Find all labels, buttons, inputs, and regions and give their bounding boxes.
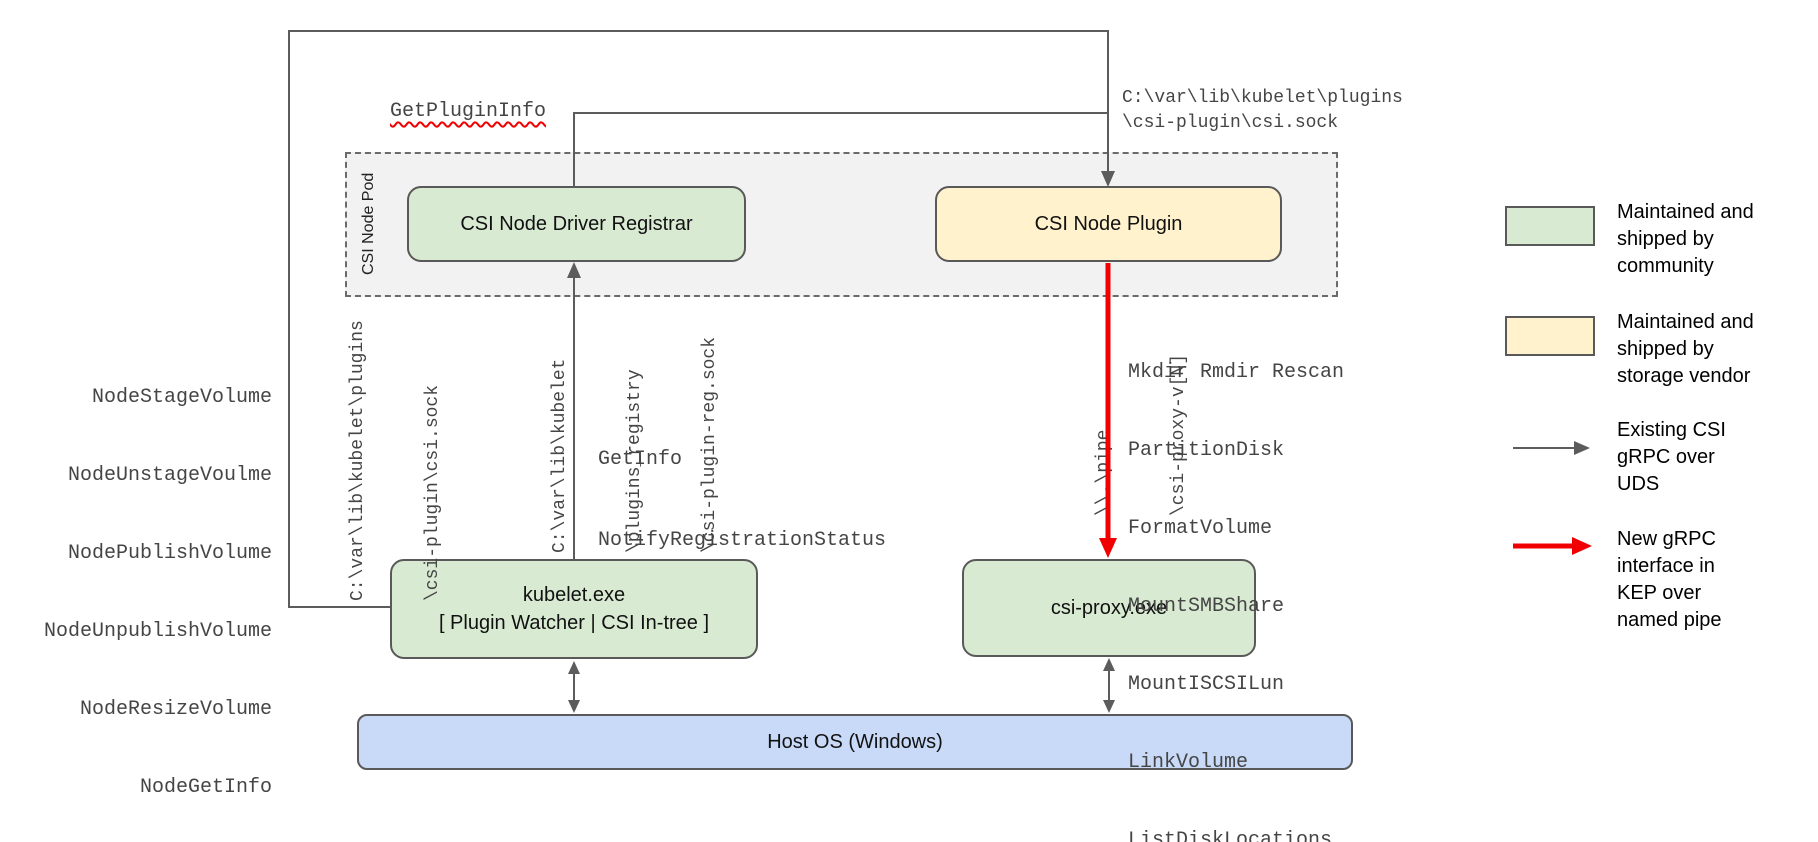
rotated-path-line: C:\var\lib\kubelet [550,358,570,553]
rotated-path-line: \plugins_registry [625,369,645,553]
legend-line: Maintained and [1617,311,1754,333]
proxy-ops-list: Mkdir Rmdir Rescan PartitionDisk FormatV… [1128,308,1344,842]
rotated-path-line: \csi-plugin-reg.sock [700,336,720,553]
proxy-hostos-arrowhead-down [1103,700,1115,713]
node-op-item: NodeGetInfo [139,776,272,799]
get-plugin-info-label: GetPluginInfo [390,100,547,123]
legend-community-text: Maintained and shipped by community [1617,199,1754,280]
rotated-path-line: \\.\pipe [1094,429,1114,516]
proxy-op-item: FormatVolume [1128,517,1273,540]
node-op-item: NodeStageVolume [91,386,272,409]
proxy-op-item: LinkVolume [1128,751,1249,774]
proxy-op-item: MountSMBShare [1128,595,1285,618]
node-ops-list: NodeStageVolume NodeUnstageVoulme NodePu… [30,333,272,842]
legend-line: KEP over [1617,582,1702,604]
legend-line: New gRPC [1617,528,1716,550]
legend-line: storage vendor [1617,365,1751,387]
node-op-item: NodeUnstageVoulme [67,464,272,487]
registry-sock-path-rotated-label: C:\var\lib\kubelet \plugins_registry \cs… [498,337,773,553]
legend-uds-text: Existing CSI gRPC over UDS [1617,417,1726,498]
legend-line: Existing CSI [1617,419,1726,441]
csi-node-plugin-node: CSI Node Plugin [935,186,1282,262]
kubelet-hostos-arrowhead-down [568,700,580,713]
legend-gray-arrowhead [1574,441,1590,455]
node-op-item: NodeResizeVolume [79,698,272,721]
plugin-to-proxy-red-arrowhead [1099,538,1117,558]
legend-line: gRPC over [1617,446,1715,468]
kubelet-label-line2: [ Plugin Watcher | CSI In-tree ] [438,612,710,634]
csi-sock-path-label: C:\var\lib\kubelet\plugins \csi-plugin\c… [1122,86,1403,136]
proxy-op-item: MountISCSILun [1128,673,1285,696]
csi-sock-path-line2: \csi-plugin\csi.sock [1122,113,1339,133]
legend-line: shipped by [1617,338,1714,360]
registrar-node-label: CSI Node Driver Registrar [460,213,693,235]
legend-vendor-swatch [1505,316,1595,356]
legend-line: shipped by [1617,228,1714,250]
csi-sock-path-line1: C:\var\lib\kubelet\plugins [1122,88,1403,108]
proxy-hostos-arrowhead-up [1103,658,1115,671]
csi-sock-path-rotated-label: C:\var\lib\kubelet\plugins \csi-plugin\c… [296,320,496,601]
rotated-path-line: \csi-proxy-v[N] [1169,353,1189,516]
host-os-node: Host OS (Windows) [357,714,1353,770]
legend-line: interface in [1617,555,1715,577]
legend-namedpipe-text: New gRPC interface in KEP over named pip… [1617,526,1722,634]
host-os-label: Host OS (Windows) [767,731,943,753]
kubelet-hostos-arrowhead-up [568,661,580,674]
proxy-op-item: ListDiskLocations [1128,829,1333,842]
named-pipe-rotated-label: \\.\pipe \csi-proxy-v[N] [1042,354,1242,516]
csi-node-plugin-label: CSI Node Plugin [1034,213,1183,235]
rotated-path-line: \csi-plugin\csi.sock [423,384,443,601]
legend-vendor-text: Maintained and shipped by storage vendor [1617,309,1754,390]
node-op-item: NodePublishVolume [67,542,272,565]
legend-line: Maintained and [1617,201,1754,223]
proxy-op-item: Mkdir Rmdir Rescan [1128,361,1345,384]
rotated-path-line: C:\var\lib\kubelet\plugins [348,320,368,601]
legend-line: UDS [1617,473,1660,495]
proxy-op-item: PartitionDisk [1128,439,1285,462]
legend-line: named pipe [1617,609,1722,631]
registrar-node: CSI Node Driver Registrar [407,186,746,262]
node-op-item: NodeUnpublishVolume [43,620,272,643]
legend-line: community [1617,255,1714,277]
csi-node-pod-label: CSI Node Pod [360,172,377,275]
legend-community-swatch [1505,206,1595,246]
legend-red-arrowhead [1572,537,1592,555]
